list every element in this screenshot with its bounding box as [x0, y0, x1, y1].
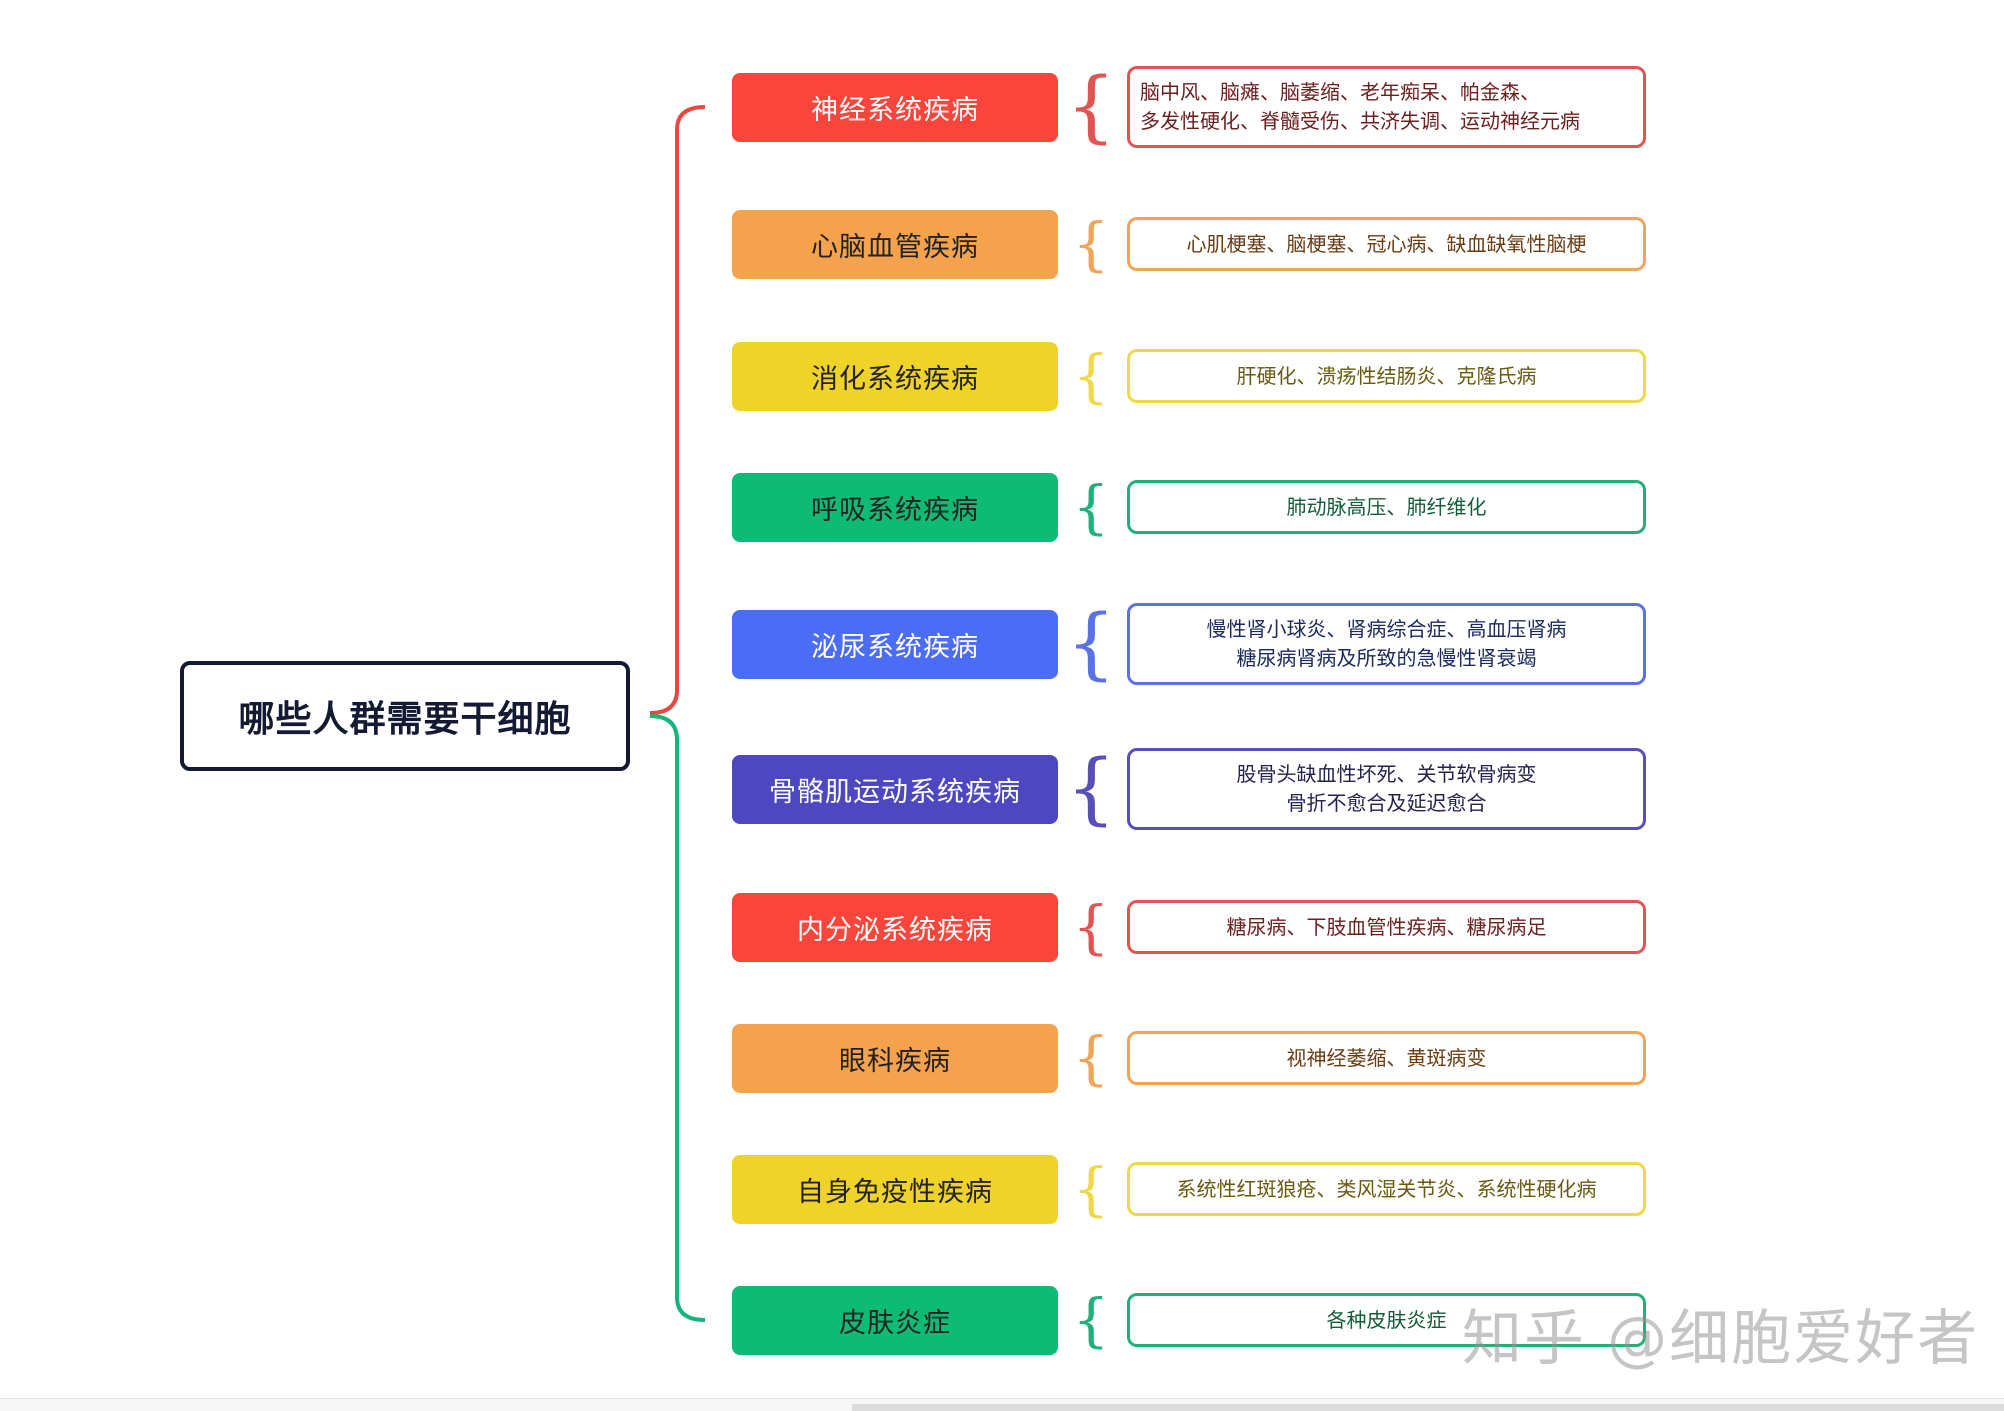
category-label: 皮肤炎症 [839, 1308, 951, 1339]
detail-line: 视神经萎缩、黄斑病变 [1286, 1045, 1487, 1070]
root-node: 哪些人群需要干细胞 [180, 661, 630, 771]
detail-line: 肺动脉高压、肺纤维化 [1286, 494, 1487, 519]
detail-line: 糖尿病、下肢血管性疾病、糖尿病足 [1226, 914, 1547, 939]
connector-lower [649, 714, 706, 1322]
detail-line: 股骨头缺血性坏死、关节软骨病变 [1236, 762, 1537, 786]
category-node: 骨骼肌运动系统疾病 [732, 755, 1058, 824]
brace-icon: { [1066, 744, 1116, 834]
detail-line: 慢性肾小球炎、肾病综合症、高血压肾病 [1206, 617, 1567, 641]
detail-box: 心肌梗塞、脑梗塞、冠心病、缺血缺氧性脑梗 [1127, 217, 1646, 271]
category-node: 消化系统疾病 [732, 342, 1058, 411]
watermark: 知乎 @细胞爱好者 [1462, 1304, 1980, 1374]
detail-line: 各种皮肤炎症 [1326, 1307, 1447, 1332]
category-node: 内分泌系统疾病 [732, 893, 1058, 962]
brace-icon: { [1072, 1155, 1110, 1223]
category-label: 自身免疫性疾病 [797, 1177, 993, 1208]
category-node: 皮肤炎症 [732, 1286, 1058, 1355]
category-label: 眼科疾病 [839, 1046, 951, 1077]
brace-icon: { [1072, 1024, 1110, 1092]
brace-icon: { [1072, 1286, 1110, 1354]
category-node: 呼吸系统疾病 [732, 473, 1058, 542]
detail-line: 糖尿病肾病及所致的急慢性肾衰竭 [1236, 646, 1537, 670]
detail-line: 系统性红斑狼疮、类风湿关节炎、系统性硬化病 [1176, 1176, 1597, 1201]
detail-box: 各种皮肤炎症 [1127, 1293, 1646, 1347]
detail-box: 视神经萎缩、黄斑病变 [1127, 1031, 1646, 1085]
category-label: 内分泌系统疾病 [797, 915, 993, 946]
brace-icon: { [1066, 599, 1116, 689]
brace-icon: { [1072, 473, 1110, 541]
detail-box: 肝硬化、溃疡性结肠炎、克隆氏病 [1127, 349, 1646, 403]
category-node: 泌尿系统疾病 [732, 610, 1058, 679]
horizontal-scrollbar[interactable] [0, 1398, 2004, 1411]
category-label: 呼吸系统疾病 [811, 495, 979, 526]
detail-box: 慢性肾小球炎、肾病综合症、高血压肾病糖尿病肾病及所致的急慢性肾衰竭 [1127, 603, 1646, 685]
detail-line: 肝硬化、溃疡性结肠炎、克隆氏病 [1236, 363, 1537, 388]
category-node: 心脑血管疾病 [732, 210, 1058, 279]
category-label: 骨骼肌运动系统疾病 [769, 777, 1021, 808]
brace-icon: { [1072, 210, 1110, 278]
category-label: 泌尿系统疾病 [811, 632, 979, 663]
brace-icon: { [1072, 342, 1110, 410]
detail-box: 脑中风、脑瘫、脑萎缩、老年痴呆、帕金森、多发性硬化、脊髓受伤、共济失调、运动神经… [1127, 66, 1646, 148]
detail-line: 脑中风、脑瘫、脑萎缩、老年痴呆、帕金森、 [1140, 80, 1540, 104]
brace-icon: { [1066, 62, 1116, 152]
connector-upper [649, 105, 706, 715]
category-node: 眼科疾病 [732, 1024, 1058, 1093]
detail-line: 多发性硬化、脊髓受伤、共济失调、运动神经元病 [1140, 109, 1580, 133]
detail-line: 骨折不愈合及延迟愈合 [1286, 791, 1487, 815]
category-label: 消化系统疾病 [811, 364, 979, 395]
detail-line: 心肌梗塞、脑梗塞、冠心病、缺血缺氧性脑梗 [1186, 231, 1587, 256]
category-node: 自身免疫性疾病 [732, 1155, 1058, 1224]
detail-box: 糖尿病、下肢血管性疾病、糖尿病足 [1127, 900, 1646, 954]
scrollbar-thumb[interactable] [852, 1404, 2004, 1411]
detail-box: 肺动脉高压、肺纤维化 [1127, 480, 1646, 534]
category-label: 心脑血管疾病 [811, 232, 979, 263]
detail-box: 系统性红斑狼疮、类风湿关节炎、系统性硬化病 [1127, 1162, 1646, 1216]
root-title: 哪些人群需要干细胞 [238, 699, 572, 740]
category-label: 神经系统疾病 [811, 95, 979, 126]
detail-box: 股骨头缺血性坏死、关节软骨病变骨折不愈合及延迟愈合 [1127, 748, 1646, 830]
brace-icon: { [1072, 893, 1110, 961]
category-node: 神经系统疾病 [732, 73, 1058, 142]
